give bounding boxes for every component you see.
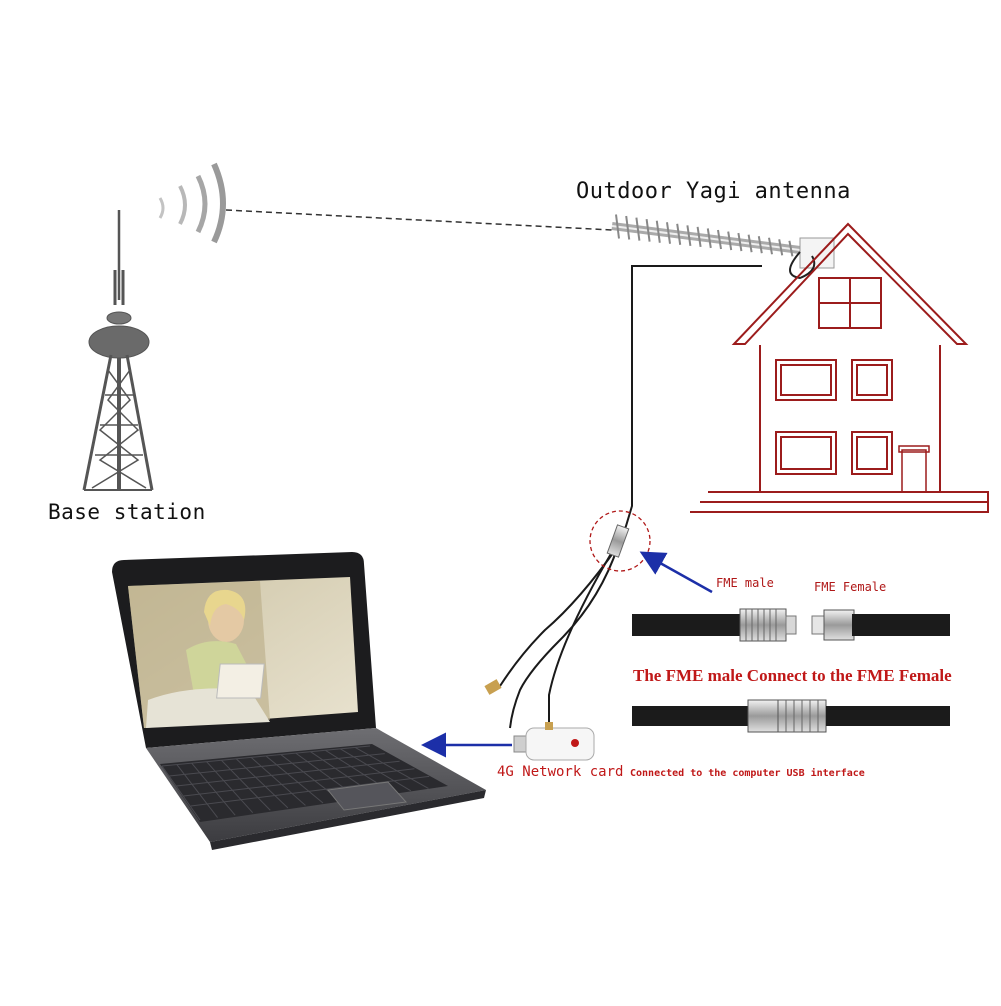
laptop-touchpad xyxy=(327,781,408,811)
wireless-link-line xyxy=(225,209,613,231)
network-card-label: 4G Network card xyxy=(497,764,624,780)
yagi-antenna xyxy=(611,214,835,280)
laptop xyxy=(112,552,486,850)
usb-network-card xyxy=(513,722,595,761)
signal-waves-icon xyxy=(158,162,226,244)
joint-highlight-circle xyxy=(589,510,651,572)
fme-female-label: FME Female xyxy=(814,580,887,594)
fme-male-cable xyxy=(632,608,797,642)
fme-male-label: FME male xyxy=(716,576,774,590)
base-station-label: Base station xyxy=(48,500,206,524)
window xyxy=(851,431,893,475)
usb-interface-label: Connected to the computer USB interface xyxy=(630,768,865,779)
arrow-to-joint xyxy=(639,551,713,594)
antenna-cable xyxy=(499,265,762,729)
fme-connect-caption: The FME male Connect to the FME Female xyxy=(633,666,952,685)
yagi-antenna-label: Outdoor Yagi antenna xyxy=(576,179,851,204)
sma-connector xyxy=(484,679,502,695)
fme-female-cable xyxy=(811,609,950,641)
fme-joined-cable xyxy=(632,699,950,733)
screen-photo xyxy=(128,581,270,728)
base-station-tower xyxy=(82,210,154,491)
house xyxy=(690,222,989,513)
fme-joint xyxy=(606,524,630,558)
window xyxy=(775,431,837,475)
window xyxy=(775,359,837,401)
window xyxy=(851,359,893,401)
